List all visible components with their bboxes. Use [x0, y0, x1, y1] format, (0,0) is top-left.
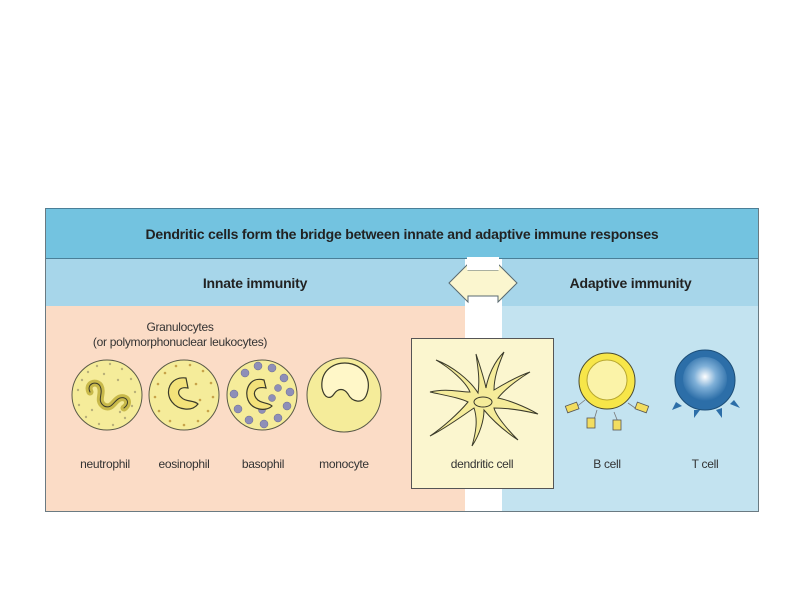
- b-cell-label: B cell: [593, 457, 621, 471]
- dendritic-cell-label: dendritic cell: [450, 457, 514, 471]
- frame-right-edge: [758, 208, 759, 512]
- neutrophil-icon: [71, 359, 143, 431]
- adaptive-immunity-heading: Adaptive immunity: [502, 259, 759, 306]
- frame-bottom-edge: [45, 511, 759, 512]
- t-cell-label: T cell: [691, 457, 719, 471]
- neutrophil-label: neutrophil: [80, 457, 130, 471]
- innate-immunity-heading: Innate immunity: [45, 259, 465, 306]
- eosinophil-icon: [148, 359, 220, 431]
- monocyte-icon: [306, 357, 382, 433]
- t-cell-icon: [672, 349, 740, 418]
- monocyte-label: monocyte: [319, 457, 369, 471]
- basophil-label: basophil: [241, 457, 285, 471]
- basophil-icon: [226, 359, 298, 431]
- eosinophil-label: eosinophil: [158, 457, 210, 471]
- granulocytes-label-line1: Granulocytes: [146, 320, 214, 334]
- frame-left-edge: [45, 208, 46, 512]
- granulocytes-label-line2: (or polymorphonuclear leukocytes): [92, 335, 268, 349]
- diagram-title: Dendritic cells form the bridge between …: [45, 208, 759, 259]
- bridge-arrow-icon: [448, 257, 518, 304]
- b-cell-icon: [564, 352, 650, 431]
- dendritic-cell-icon: [429, 351, 539, 447]
- granulocytes-label: Granulocytes (or polymorphonuclear leuko…: [80, 320, 280, 350]
